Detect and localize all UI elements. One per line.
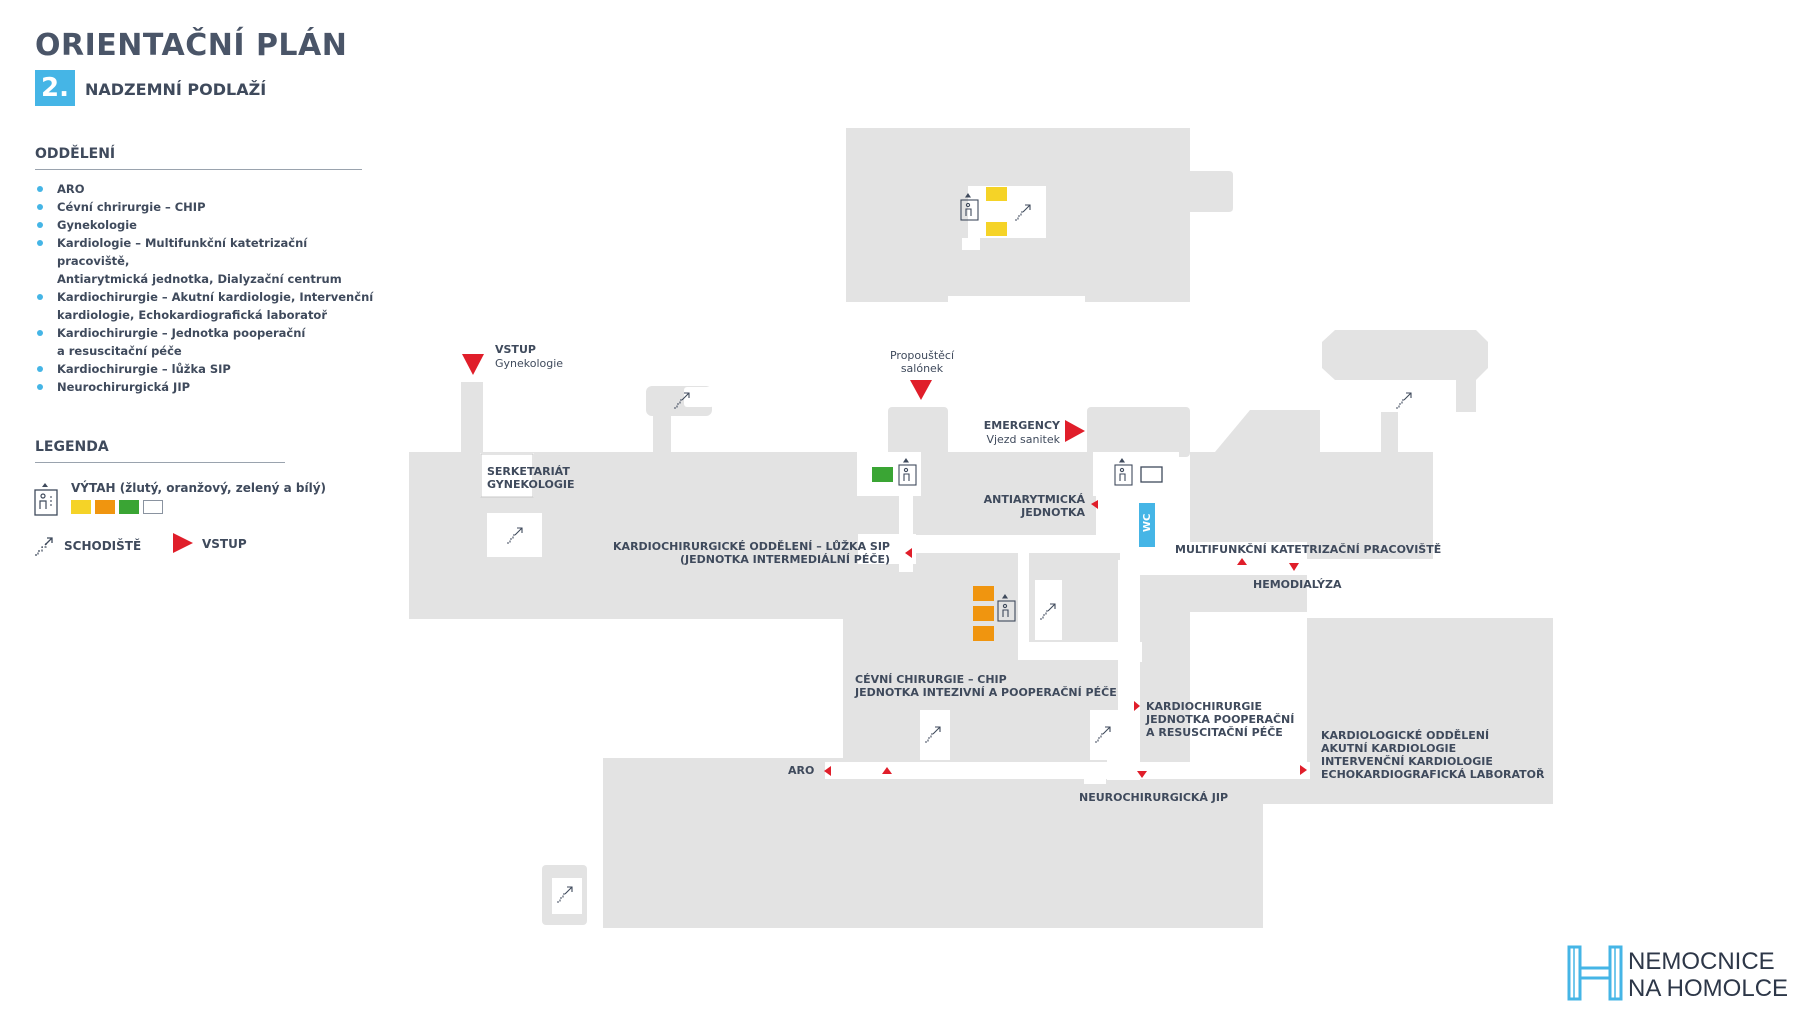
department-item: Gynekologie — [35, 216, 375, 234]
departments-divider — [35, 169, 362, 170]
legend-stairs-label: SCHODIŠTĚ — [64, 539, 142, 553]
logo-line-1: NEMOCNICE — [1628, 948, 1775, 975]
swatch-green — [119, 500, 139, 514]
label-vstup-sub: Gynekologie — [495, 357, 564, 370]
legend-elevator-label: VÝTAH (žlutý, oranžový, zelený a bílý) — [71, 481, 327, 495]
entrance-arrow-icon — [173, 533, 193, 553]
departments-list: ARO Cévní chrirurgie – CHIP Gynekologie … — [35, 180, 375, 396]
label-kardiologicke: KARDIOLOGICKÉ ODDĚLENÍ AKUTNÍ KARDIOLOGI… — [1321, 729, 1545, 781]
label-neurochirurgicka: NEUROCHIRURGICKÁ JIP — [1079, 791, 1229, 804]
department-item: Cévní chrirurgie – CHIP — [35, 198, 375, 216]
logo-line-2: NA HOMOLCE — [1628, 975, 1789, 1002]
entrance-arrow-emergency — [1065, 420, 1085, 442]
entrance-arrow-gynekologie — [462, 354, 484, 375]
floor-label: NADZEMNÍ PODLAŽÍ — [85, 80, 267, 99]
legend-heading: LEGENDA — [35, 439, 109, 455]
legend-divider — [35, 462, 285, 463]
label-aro: ARO — [788, 764, 815, 777]
elevator-icon — [34, 483, 58, 516]
entrance-arrow-propousteci — [910, 380, 932, 400]
page-title: ORIENTAČNÍ PLÁN — [35, 28, 348, 63]
label-hemodialyza: HEMODIALÝZA — [1253, 578, 1342, 591]
swatch-yellow — [71, 500, 91, 514]
label-kardiochirurgie-pooperacni: KARDIOCHIRURGIE JEDNOTKA POOPERAČNÍ A RE… — [1146, 700, 1295, 739]
label-kardiochirurgicke-sip: KARDIOCHIRURGICKÉ ODDĚLENÍ – LŮŽKA SIP(J… — [613, 540, 890, 566]
label-emergency: EMERGENCY — [983, 419, 1060, 432]
swatch-white — [143, 500, 163, 514]
department-item: Kardiochirurgie – lůžka SIP — [35, 360, 375, 378]
department-item: ARO — [35, 180, 375, 198]
legend-elevator-swatches — [71, 500, 171, 518]
stairs-icon — [35, 537, 53, 556]
department-item: Neurochirurgická JIP — [35, 378, 375, 396]
department-item: Kardiochirurgie – Akutní kardiologie, In… — [35, 288, 375, 324]
departments-heading: ODDĚLENÍ — [35, 146, 116, 162]
department-item: Kardiologie – Multifunkční katetrizační … — [35, 234, 375, 288]
label-emergency-sub: Vjezd sanitek — [986, 433, 1060, 446]
hospital-logo-mark — [1567, 945, 1623, 1001]
label-multifunkcni: MULTIFUNKČNÍ KATETRIZAČNÍ PRACOVIŠTĚ — [1175, 543, 1442, 556]
floor-number-badge: 2. — [35, 70, 75, 106]
label-wc: WC — [1142, 513, 1153, 532]
legend-entrance-label: VSTUP — [202, 537, 247, 551]
swatch-orange — [95, 500, 115, 514]
label-vstup: VSTUP — [495, 343, 536, 356]
